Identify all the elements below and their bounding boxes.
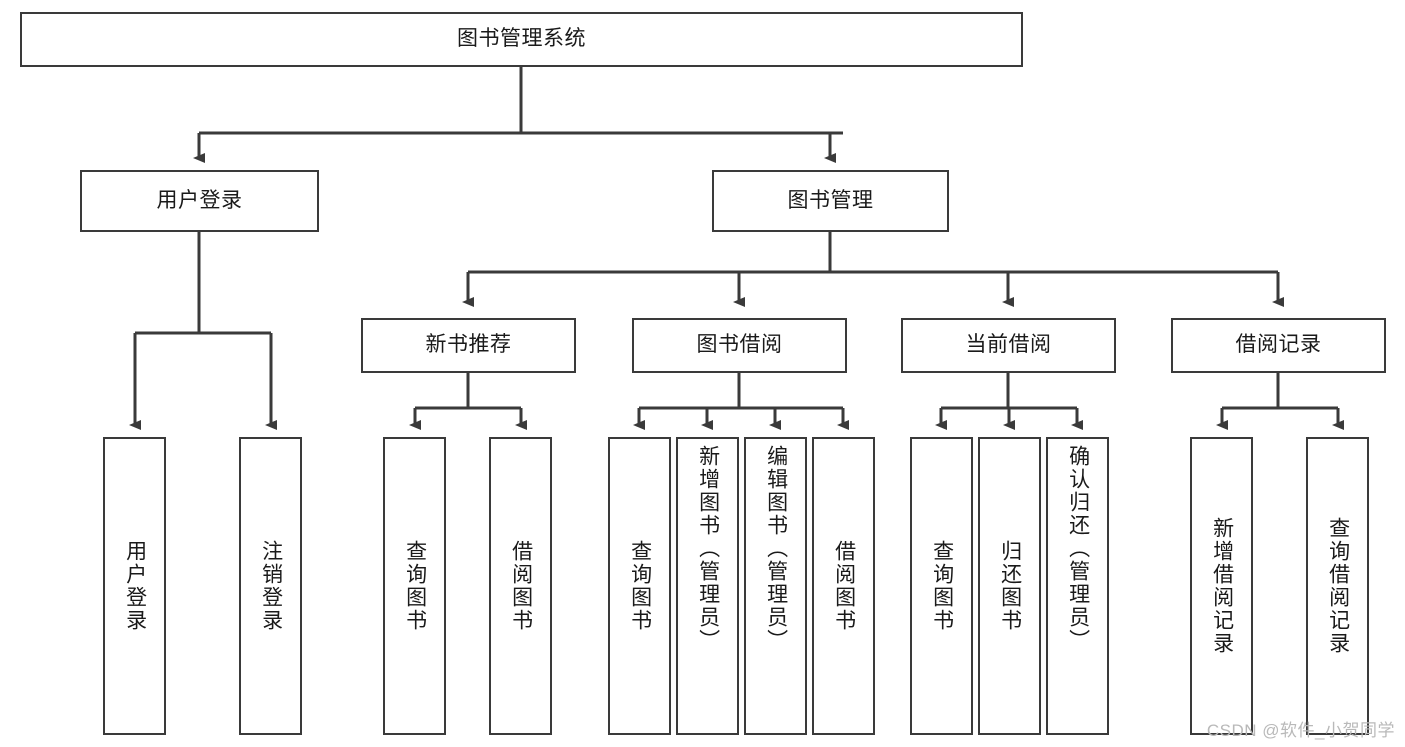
leaf-label: 查询图书 <box>403 540 427 632</box>
leaf-label: 查询图书 <box>628 540 652 632</box>
leaf-label: 借阅图书 <box>509 540 533 632</box>
leaf-label: 借阅图书 <box>832 540 856 632</box>
node-new-book-recommend[interactable]: 新书推荐 <box>361 318 576 373</box>
leaf-label: 新增图书（管理员） <box>696 445 720 652</box>
node-label: 借阅记录 <box>1235 333 1322 357</box>
leaf-borrow-book-recommend[interactable]: 借阅图书 <box>489 437 552 735</box>
node-borrow-record[interactable]: 借阅记录 <box>1171 318 1386 373</box>
node-label: 新书推荐 <box>425 333 512 357</box>
leaf-label: 查询借阅记录 <box>1326 517 1350 655</box>
node-label: 图书管理系统 <box>457 27 586 51</box>
leaf-add-borrow-record[interactable]: 新增借阅记录 <box>1190 437 1253 735</box>
node-label: 用户登录 <box>156 188 243 212</box>
node-book-borrow[interactable]: 图书借阅 <box>632 318 847 373</box>
leaf-label: 注销登录 <box>259 540 283 632</box>
node-current-borrow[interactable]: 当前借阅 <box>901 318 1116 373</box>
leaf-label: 用户登录 <box>123 540 147 632</box>
leaf-query-book-borrow[interactable]: 查询图书 <box>608 437 671 735</box>
leaf-user-login[interactable]: 用户登录 <box>103 437 166 735</box>
node-book-management-system[interactable]: 图书管理系统 <box>20 12 1023 67</box>
leaf-logout[interactable]: 注销登录 <box>239 437 302 735</box>
node-label: 当前借阅 <box>965 333 1052 357</box>
leaf-edit-book-admin[interactable]: 编辑图书（管理员） <box>744 437 807 735</box>
node-book-management[interactable]: 图书管理 <box>712 170 949 232</box>
leaf-query-book-current[interactable]: 查询图书 <box>910 437 973 735</box>
leaf-label: 归还图书 <box>998 540 1022 632</box>
leaf-query-borrow-record[interactable]: 查询借阅记录 <box>1306 437 1369 735</box>
leaf-label: 新增借阅记录 <box>1210 517 1234 655</box>
leaf-return-book[interactable]: 归还图书 <box>978 437 1041 735</box>
leaf-label: 确认归还（管理员） <box>1066 445 1090 652</box>
leaf-confirm-return-admin[interactable]: 确认归还（管理员） <box>1046 437 1109 735</box>
leaf-label: 编辑图书（管理员） <box>764 445 788 652</box>
watermark-text: CSDN @软件_小贺同学 <box>1206 721 1395 740</box>
node-user-login[interactable]: 用户登录 <box>80 170 319 232</box>
leaf-query-book-recommend[interactable]: 查询图书 <box>383 437 446 735</box>
node-label: 图书管理 <box>787 188 874 212</box>
leaf-borrow-book[interactable]: 借阅图书 <box>812 437 875 735</box>
leaf-label: 查询图书 <box>930 540 954 632</box>
leaf-add-book-admin[interactable]: 新增图书（管理员） <box>676 437 739 735</box>
node-label: 图书借阅 <box>696 333 783 357</box>
